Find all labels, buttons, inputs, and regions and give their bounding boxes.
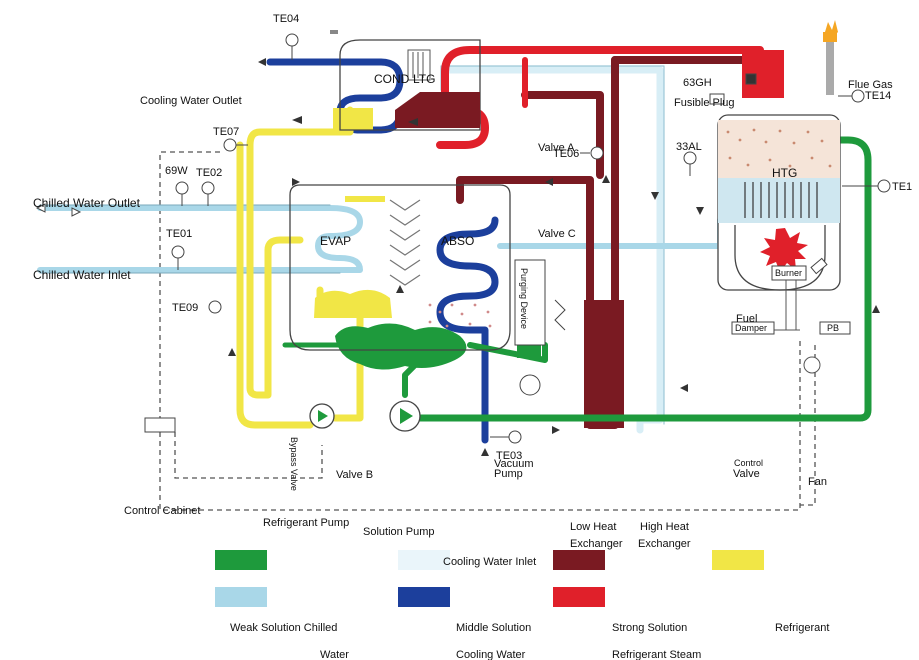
legend-swatch-cooling-water: [398, 587, 450, 607]
pumps: [144, 259, 851, 433]
label-69w: 69W: [165, 165, 188, 177]
legend-label-cooling-water: Cooling Water: [456, 649, 526, 660]
legend-label-weak-solution-chilled: Weak Solution Chilled: [230, 622, 337, 634]
chilled-water-pipes: [37, 204, 363, 274]
label-valve: Valve: [733, 468, 760, 480]
purging-device: [514, 259, 546, 346]
control-cabinet-box: [144, 417, 176, 433]
evap-abso-shell: [289, 184, 511, 351]
label-abso: ABSO: [441, 234, 474, 248]
label-te04: TE04: [273, 13, 299, 25]
eliminator-chevrons: [389, 199, 421, 286]
control-wiring: [159, 151, 816, 511]
label-fusible-plug: Fusible Plug: [674, 97, 735, 109]
label-te01: TE01: [166, 228, 192, 240]
label-te14: TE14: [865, 90, 891, 102]
legend-label-middle-solution: Middle Solution: [456, 622, 531, 634]
label-te02: TE02: [196, 167, 222, 179]
label-control: Control: [734, 458, 763, 468]
label-low-heat: Low Heat: [570, 521, 616, 533]
legend: [215, 550, 764, 607]
legend-swatch-weak-solution: [215, 550, 267, 570]
label-evap: EVAP: [320, 234, 351, 248]
htg-generator: [717, 20, 841, 374]
label-fuel: Fuel: [736, 313, 757, 325]
flow-arrows: [35, 58, 880, 456]
label-te07: TE07: [213, 126, 239, 138]
legend-label-strong-solution: Strong Solution: [612, 622, 687, 634]
label-refrigerant-pump: Refrigerant Pump: [263, 517, 349, 529]
low-heat-exchanger: [584, 300, 624, 428]
label-bypass-valve: Bypass Valve: [289, 437, 299, 491]
legend-swatch-refrigerant: [712, 550, 764, 570]
label-pump: Pump: [494, 468, 523, 480]
label-te03: TE03: [496, 450, 522, 462]
legend-label-water: Water: [320, 649, 349, 660]
label-solution-pump: Solution Pump: [363, 526, 435, 538]
legend-label-refrigerant: Refrigerant: [775, 622, 829, 634]
label-exchanger-high: Exchanger: [638, 538, 691, 550]
label-ltg: LTG: [413, 72, 435, 86]
legend-swatch-refrigerant-steam: [553, 587, 605, 607]
label-vacuum: Vacuum: [494, 458, 534, 470]
refrigerant-pipes: [236, 106, 392, 429]
sensor-probes: [171, 33, 891, 444]
label-valve-a: Valve A: [538, 142, 575, 154]
label-purging-device: Purging Device: [519, 268, 529, 329]
label-63gh: 63GH: [683, 77, 712, 89]
legend-swatch-cooling-water-inlet: [398, 550, 450, 570]
label-te06: TE06: [553, 148, 579, 160]
label-te09: TE09: [172, 302, 198, 314]
label-high-heat: High Heat: [640, 521, 689, 533]
label-33al: 33AL: [676, 141, 702, 153]
label-chilled-water-inlet: Chilled Water Inlet: [33, 268, 131, 282]
label-htg: HTG: [772, 166, 797, 180]
label-valve-b: Valve B: [336, 469, 373, 481]
legend-swatch-chilled-water: [215, 587, 267, 607]
vacuum-pump: [519, 374, 541, 396]
absorber-dots: [428, 303, 492, 328]
labels: COND LTG EVAP ABSO HTG Burner Damper PB …: [33, 13, 912, 660]
label-te1: TE1: [892, 181, 912, 193]
label-control-cabinet: Control Cabinet: [124, 505, 200, 517]
label-damper: Damper: [735, 323, 767, 333]
label-valve-c: Valve C: [538, 228, 576, 240]
label-cooling-water-outlet: Cooling Water Outlet: [140, 95, 242, 107]
label-flue-gas: Flue Gas: [848, 79, 893, 91]
legend-label-refrigerant-steam: Refrigerant Steam: [612, 649, 701, 660]
label-fan: Fan: [808, 476, 827, 488]
label-pb: PB: [827, 323, 839, 333]
label-chilled-water-outlet: Chilled Water Outlet: [33, 196, 141, 210]
legend-swatch-strong-solution: [553, 550, 605, 570]
legend-label-cooling-water-inlet: Cooling Water Inlet: [443, 556, 536, 568]
label-burner: Burner: [775, 268, 802, 278]
label-exchanger-low: Exchanger: [570, 538, 623, 550]
label-cond: COND: [374, 72, 410, 86]
